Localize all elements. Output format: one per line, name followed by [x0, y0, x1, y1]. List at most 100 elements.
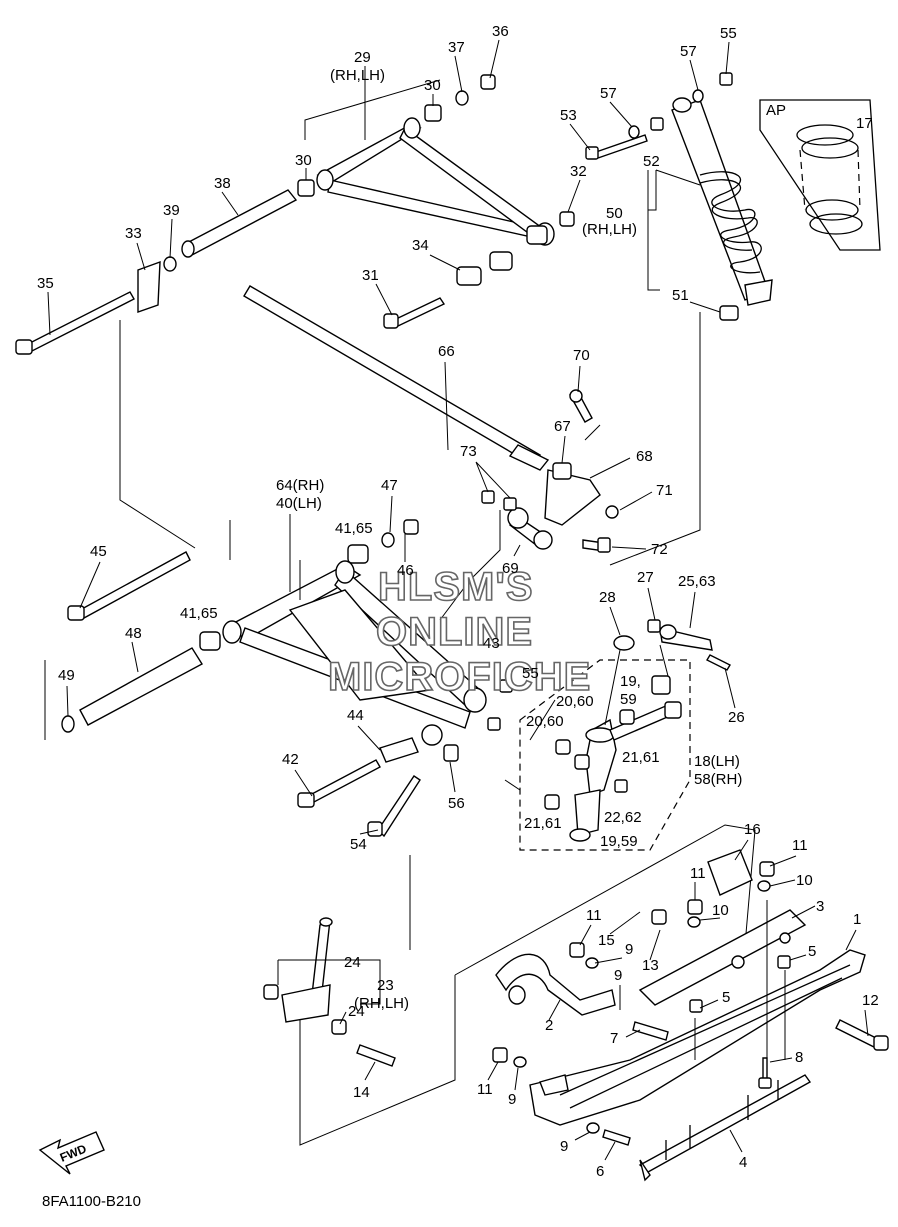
callout-c9d: 9 [560, 1138, 568, 1155]
callout-c32: 32 [570, 163, 587, 180]
fwd-arrow-icon: FWD [38, 1131, 105, 1175]
callout-c39: 39 [163, 202, 180, 219]
upper-a-arm [297, 74, 575, 286]
callout-c17: 17 [856, 115, 873, 132]
spindle-23 [263, 917, 396, 1067]
callout-c24a: 24 [344, 954, 361, 971]
block-16 [707, 849, 753, 896]
callout-c35: 35 [37, 275, 54, 292]
callout-c30b: 30 [295, 152, 312, 169]
callout-c10a: 10 [796, 872, 813, 889]
callout-c44: 44 [347, 707, 364, 724]
callout-c9c: 9 [508, 1091, 516, 1108]
callout-c3: 3 [816, 898, 824, 915]
callout-c1959c: 19,59 [600, 833, 638, 850]
callout-c23: 23 [377, 977, 394, 994]
svg-text:HLSM'S: HLSM'S [378, 565, 534, 609]
shaft-38 [184, 189, 298, 256]
shaft-48 [79, 647, 203, 726]
callout-c70: 70 [573, 347, 590, 364]
callout-c27: 27 [637, 569, 654, 586]
callout-c34: 34 [412, 237, 429, 254]
callout-c50: 50 [606, 205, 623, 222]
callout-c2060b: 20,60 [526, 713, 564, 730]
callout-c72: 72 [651, 541, 668, 558]
callout-c1: 1 [853, 911, 861, 928]
callout-c56: 56 [448, 795, 465, 812]
callout-c57a: 57 [680, 43, 697, 60]
callout-c64: 64(RH) [276, 477, 324, 494]
callout-c68: 68 [636, 448, 653, 465]
callout-c28: 28 [599, 589, 616, 606]
callout-c30a: 30 [424, 77, 441, 94]
bracket-3 [638, 909, 807, 1006]
callout-c11d: 11 [477, 1081, 493, 1098]
callout-c66: 66 [438, 343, 455, 360]
callout-c2161b: 21,61 [524, 815, 562, 832]
bolt-42 [309, 759, 381, 803]
callout-c38: 38 [214, 175, 231, 192]
callout-c53: 53 [560, 107, 577, 124]
callout-c15: 15 [598, 932, 615, 949]
callout-c12: 12 [862, 992, 879, 1009]
callout-c71: 71 [656, 482, 673, 499]
steering-arm-68 [481, 389, 619, 553]
callout-c18: 18(LH) [694, 753, 740, 770]
drawing-code: 8FA1100-B210 [42, 1193, 141, 1210]
callout-c43: 43 [483, 635, 500, 652]
callout-c51: 51 [672, 287, 689, 304]
callout-c5a: 5 [808, 943, 816, 960]
shock-absorber [585, 72, 773, 321]
callout-c54: 54 [350, 836, 367, 853]
callout-c1959b: 59 [620, 691, 637, 708]
spindle-18 [544, 675, 682, 842]
callout-c40: 40(LH) [276, 495, 322, 512]
callout-c49: 49 [58, 667, 75, 684]
callout-c4165a: 41,65 [335, 520, 373, 537]
callout-c16: 16 [744, 821, 761, 838]
callout-c36: 36 [492, 23, 509, 40]
callout-c5b: 5 [722, 989, 730, 1006]
washer-49 [61, 715, 75, 733]
callout-c9b: 9 [614, 967, 622, 984]
ski-1 [529, 949, 866, 1126]
callout-c33: 33 [125, 225, 142, 242]
callout-c11a: 11 [690, 865, 706, 882]
steering-arm-25 [613, 619, 731, 671]
callout-c31: 31 [362, 267, 379, 284]
callout-c2262: 22,62 [604, 809, 642, 826]
svg-text:AP: AP [766, 102, 786, 119]
inset-ap [759, 99, 881, 251]
runner-4 [638, 1074, 812, 1182]
svg-text:ONLINE: ONLINE [376, 610, 533, 654]
callout-c2: 2 [545, 1017, 553, 1034]
bushing-56 [443, 744, 459, 762]
bolt-45 [79, 551, 191, 619]
bolt-31 [392, 297, 446, 327]
callout-c2060a: 20,60 [556, 693, 594, 710]
callout-c1959a: 19, [620, 673, 641, 690]
leader-lines [47, 39, 869, 1161]
callout-c29: 29 [354, 49, 371, 66]
washer-39 [163, 256, 177, 272]
callout-c58: 58(RH) [694, 771, 742, 788]
bolt-35 [25, 291, 135, 353]
callout-c8: 8 [795, 1049, 803, 1066]
bolt-54 [377, 775, 421, 838]
callout-c47: 47 [381, 477, 398, 494]
callout-c55a: 55 [720, 25, 737, 42]
callout-c2563: 25,63 [678, 573, 716, 590]
callout-c9a: 9 [625, 941, 633, 958]
callout-c55b: 55 [522, 665, 539, 682]
shaft-66 [243, 285, 542, 466]
callout-c37: 37 [448, 39, 465, 56]
callout-c52: 52 [643, 153, 660, 170]
callout-c69: 69 [502, 560, 519, 577]
callout-c10b: 10 [712, 902, 729, 919]
cap-28 [613, 635, 635, 651]
callout-c4: 4 [739, 1154, 747, 1171]
callout-c4165b: 41,65 [180, 605, 218, 622]
callout-c45: 45 [90, 543, 107, 560]
callout-c48: 48 [125, 625, 142, 642]
